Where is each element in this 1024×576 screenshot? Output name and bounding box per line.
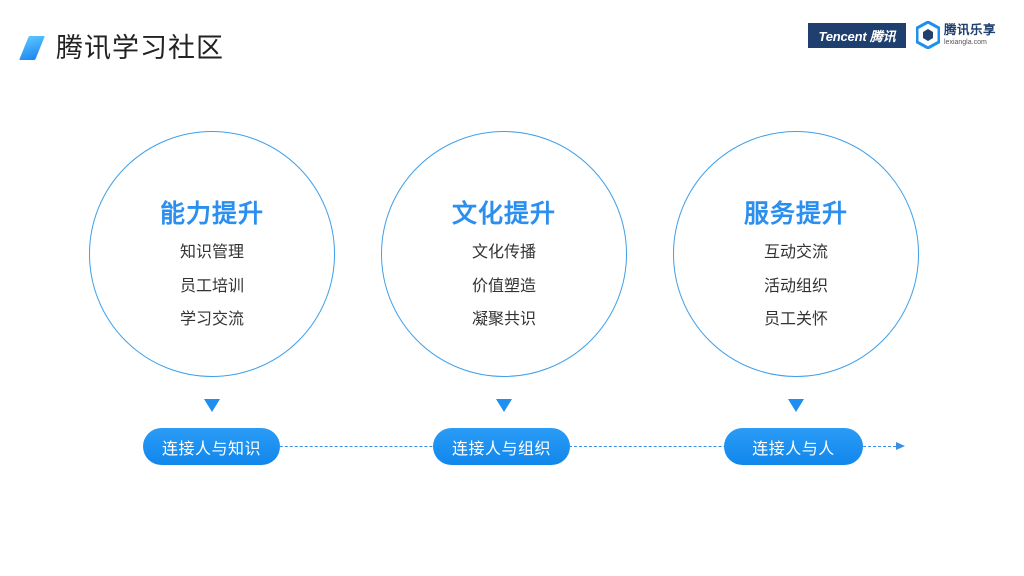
pillar-title: 能力提升	[159, 199, 264, 228]
pillar-item: 知识管理	[179, 242, 244, 261]
lexiang-logo-cn: 腾讯乐享	[944, 22, 997, 38]
pillar-item: 活动组织	[763, 276, 828, 295]
down-arrow-icon	[496, 399, 512, 412]
lexiang-hexagon-icon	[916, 21, 940, 49]
pillar-title: 服务提升	[743, 199, 848, 228]
page-title: 腾讯学习社区	[56, 33, 224, 64]
down-arrow-icon	[788, 399, 804, 412]
down-arrow-icon	[204, 399, 220, 412]
pillar-item: 学习交流	[179, 309, 244, 328]
pillar-circle-ability: 能力提升 知识管理 员工培训 学习交流	[89, 131, 335, 377]
pillar-item: 凝聚共识	[471, 309, 536, 328]
tencent-logo: Tencent 腾讯	[808, 23, 906, 48]
title-accent-bar	[19, 36, 45, 60]
flow-arrow-right-icon	[896, 442, 905, 450]
lexiang-logo-en: lexiangla.com	[944, 38, 987, 46]
tencent-logo-text: Tencent 腾讯	[818, 29, 896, 44]
pillar-circle-service: 服务提升 互动交流 活动组织 员工关怀	[673, 131, 919, 377]
connect-pill-organization: 连接人与组织	[433, 428, 570, 465]
connect-pill-label: 连接人与人	[752, 438, 835, 458]
lexiang-logo: 腾讯乐享 lexiangla.com	[916, 19, 1006, 51]
connect-pill-people: 连接人与人	[724, 428, 863, 465]
pillar-title: 文化提升	[451, 199, 556, 228]
pillar-item: 价值塑造	[471, 276, 536, 295]
pillar-item: 互动交流	[763, 242, 828, 261]
connect-pill-knowledge: 连接人与知识	[143, 428, 280, 465]
pillar-item: 文化传播	[471, 242, 536, 261]
pillar-item: 员工关怀	[763, 309, 828, 328]
pillar-item: 员工培训	[179, 276, 244, 295]
pillar-circle-culture: 文化提升 文化传播 价值塑造 凝聚共识	[381, 131, 627, 377]
connect-pill-label: 连接人与知识	[161, 438, 261, 458]
connect-pill-label: 连接人与组织	[451, 438, 551, 458]
